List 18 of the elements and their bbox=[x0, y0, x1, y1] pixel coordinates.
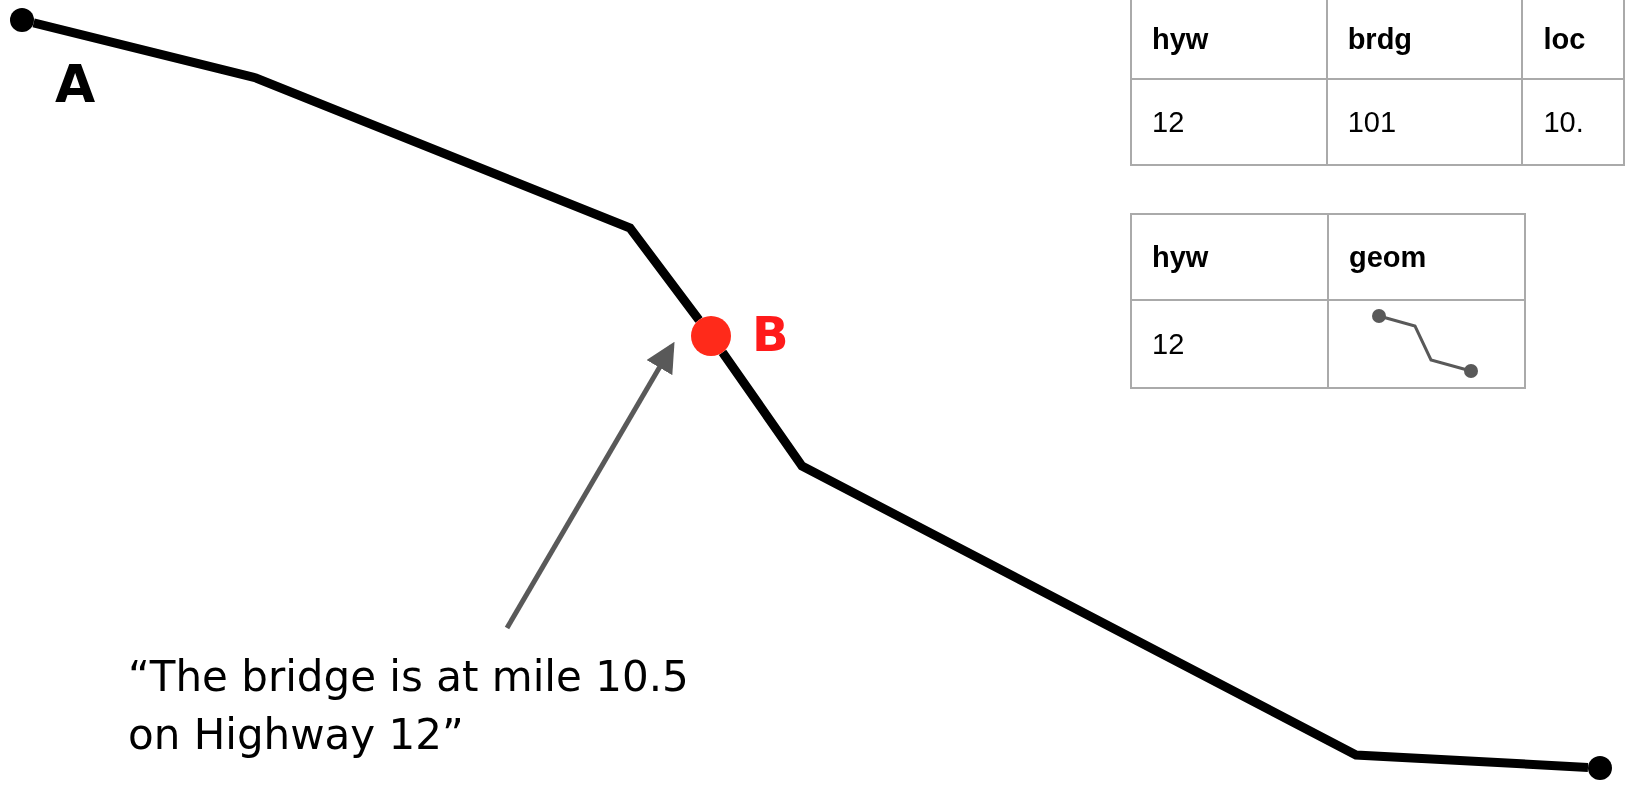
table-cell: 12 bbox=[1131, 300, 1328, 388]
column-header: hyw bbox=[1131, 214, 1328, 300]
column-header: loc bbox=[1522, 0, 1624, 79]
leader-arrow bbox=[504, 341, 675, 630]
map-point bbox=[1588, 756, 1612, 780]
column-header: brdg bbox=[1326, 0, 1523, 79]
road-line bbox=[32, 18, 703, 323]
table-cell: 12 bbox=[1131, 79, 1327, 165]
map-point bbox=[10, 8, 34, 32]
point-label: A bbox=[55, 58, 96, 110]
map-point bbox=[691, 316, 731, 356]
table-cell: 10. bbox=[1522, 79, 1624, 165]
road-line bbox=[718, 349, 1589, 772]
column-header: hyw bbox=[1131, 0, 1327, 79]
column-header: geom bbox=[1328, 214, 1525, 300]
point-label: B bbox=[752, 310, 789, 358]
table-cell: 101 bbox=[1326, 79, 1523, 165]
quote-text: “The bridge is at mile 10.5 on Highway 12” bbox=[128, 648, 743, 764]
